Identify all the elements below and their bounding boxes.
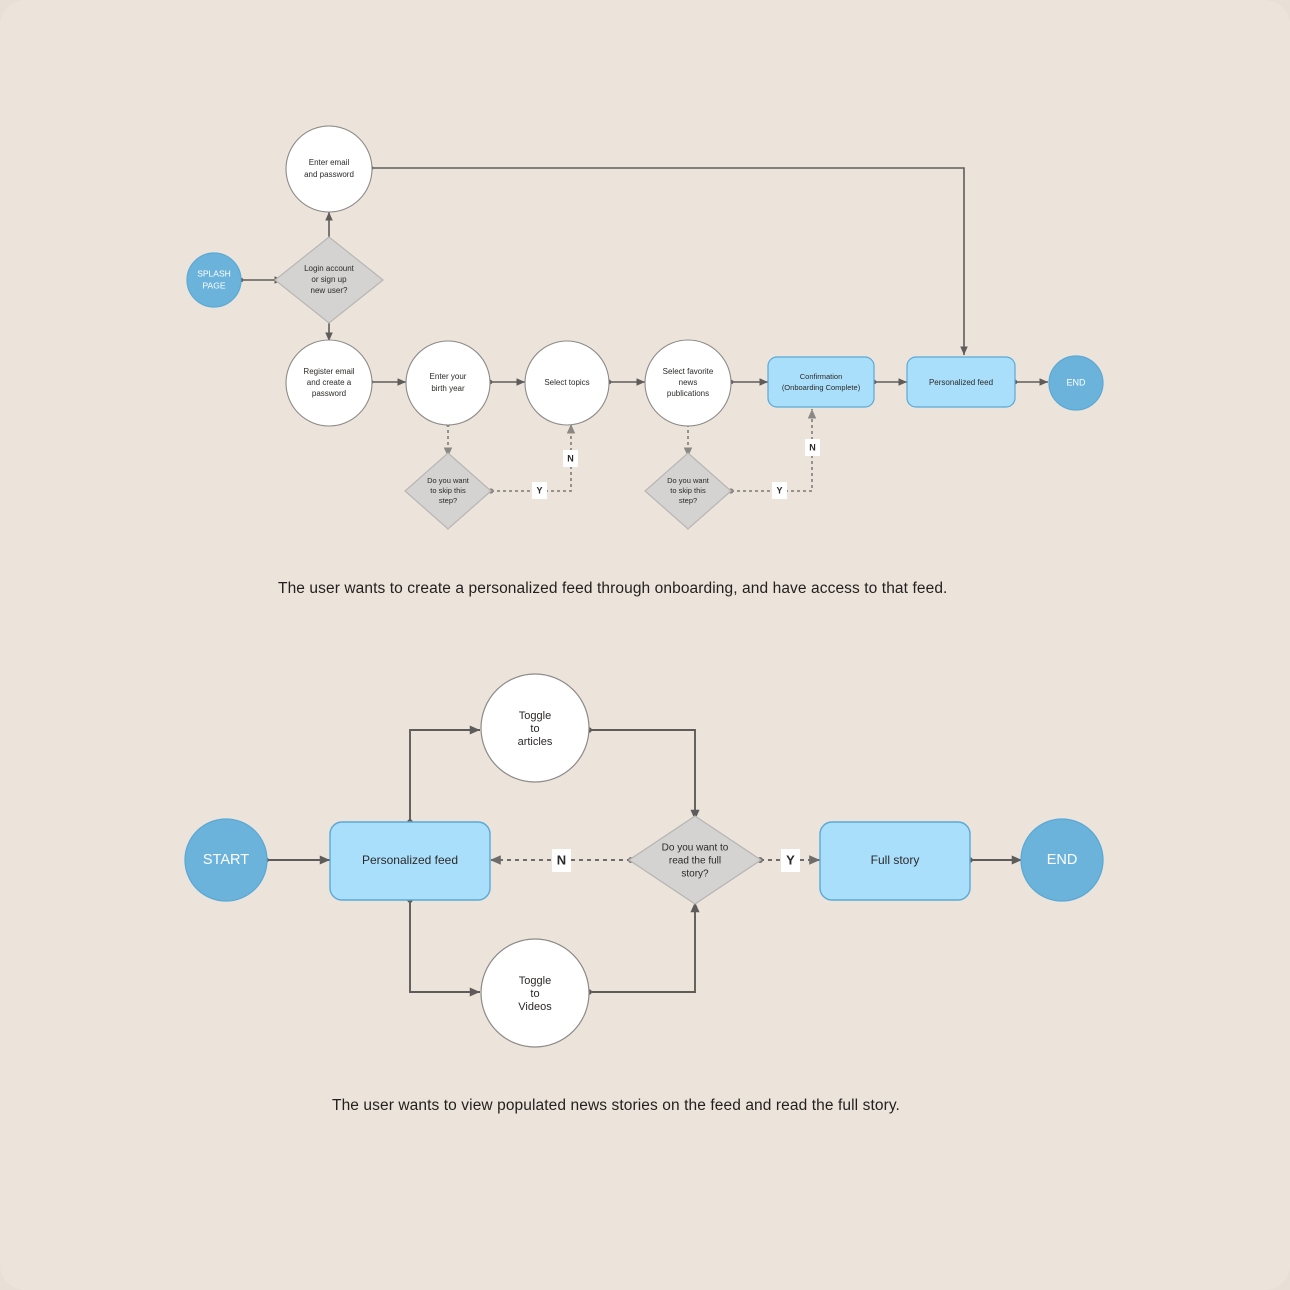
node-personalized-feed-2-label: Personalized feed xyxy=(362,853,458,867)
node-register-email-line3: password xyxy=(312,389,346,398)
node-toggle-articles-line3: articles xyxy=(518,736,553,748)
flowchart-onboarding: SPLASH PAGE Login account or sign up new… xyxy=(186,125,1104,530)
edge-label-read-no-text: N xyxy=(557,852,566,867)
node-select-publications[interactable]: Select favorite news publications xyxy=(644,339,732,427)
node-read-decision-line3: story? xyxy=(681,869,709,880)
caption-feed-reading: The user wants to view populated news st… xyxy=(332,1097,900,1114)
node-confirmation-line2: (Onboarding Complete) xyxy=(782,383,861,392)
edge-label-skip2-no-text: N xyxy=(809,442,816,452)
edge-toggle-videos-to-decision xyxy=(586,902,700,995)
node-login-decision[interactable]: Login account or sign up new user? xyxy=(274,236,384,324)
edge-label-read-no: N xyxy=(552,849,571,872)
node-read-full-story-decision[interactable]: Do you want to read the full story? xyxy=(627,815,763,905)
node-start[interactable]: START xyxy=(184,818,268,902)
node-enter-email-line1: Enter email xyxy=(309,158,350,167)
edge-feed-to-toggle-videos xyxy=(407,897,480,997)
node-skip-step-2[interactable]: Do you want to skip this step? xyxy=(644,452,732,530)
node-skip-step-1-line3: step? xyxy=(439,496,457,505)
node-toggle-videos-line1: Toggle xyxy=(519,975,551,987)
node-splash-page-line2: PAGE xyxy=(203,280,226,290)
node-end-onboarding[interactable]: END xyxy=(1048,355,1104,411)
edge-skip2-yes-to-confirmation xyxy=(728,409,817,494)
node-confirmation-line1: Confirmation xyxy=(800,372,843,381)
edge-label-read-yes-text: Y xyxy=(786,852,795,867)
node-toggle-articles-line1: Toggle xyxy=(519,710,551,722)
edge-label-skip1-no-text: N xyxy=(567,453,574,463)
edge-label-skip1-no: N xyxy=(563,450,578,467)
node-select-publications-line2: news xyxy=(679,378,698,387)
caption-onboarding: The user wants to create a personalized … xyxy=(278,580,948,597)
node-toggle-videos-line2: to xyxy=(530,988,539,1000)
edge-toggle-articles-to-decision xyxy=(586,727,700,820)
edge-skip1-yes-to-topics xyxy=(488,424,576,494)
edge-label-skip2-yes-text: Y xyxy=(776,485,782,495)
node-toggle-videos-line3: Videos xyxy=(518,1001,552,1013)
node-personalized-feed[interactable]: Personalized feed xyxy=(906,356,1016,408)
node-skip-step-2-line1: Do you want xyxy=(667,476,710,485)
flowchart-feed-reading: START Personalized feed Toggle to articl… xyxy=(184,673,1104,1048)
node-select-topics[interactable]: Select topics xyxy=(524,340,610,426)
node-select-topics-line1: Select topics xyxy=(544,378,589,387)
node-start-label: START xyxy=(203,852,249,868)
node-toggle-articles-line2: to xyxy=(530,723,539,735)
edge-label-skip2-no: N xyxy=(805,439,820,456)
node-birth-year[interactable]: Enter your birth year xyxy=(405,340,491,426)
node-end-feed-label: END xyxy=(1047,852,1078,868)
node-birth-year-line2: birth year xyxy=(431,384,465,393)
node-skip-step-2-line3: step? xyxy=(679,496,697,505)
node-full-story[interactable]: Full story xyxy=(819,821,971,901)
node-skip-step-1[interactable]: Do you want to skip this step? xyxy=(404,452,492,530)
node-skip-step-1-line2: to skip this xyxy=(430,486,466,495)
node-birth-year-line1: Enter your xyxy=(430,372,467,381)
node-skip-step-1-line1: Do you want xyxy=(427,476,470,485)
node-select-publications-line1: Select favorite xyxy=(663,367,714,376)
node-toggle-articles[interactable]: Toggle to articles xyxy=(480,673,590,783)
edge-label-skip1-yes-text: Y xyxy=(536,485,542,495)
node-confirmation[interactable]: Confirmation (Onboarding Complete) xyxy=(767,356,875,408)
edge-label-skip1-yes: Y xyxy=(532,482,547,499)
node-register-email-line1: Register email xyxy=(303,367,354,376)
node-end-feed[interactable]: END xyxy=(1020,818,1104,902)
node-personalized-feed-2[interactable]: Personalized feed xyxy=(329,821,491,901)
node-register-email-line2: and create a xyxy=(307,378,352,387)
node-enter-email[interactable]: Enter email and password xyxy=(285,125,373,213)
edge-enter-email-to-feed xyxy=(368,165,968,355)
node-login-decision-line3: new user? xyxy=(311,286,348,295)
node-splash-page[interactable]: SPLASH PAGE xyxy=(186,252,242,308)
node-full-story-label: Full story xyxy=(871,853,920,867)
node-select-publications-line3: publications xyxy=(667,389,709,398)
edge-label-skip2-yes: Y xyxy=(772,482,787,499)
node-login-decision-line2: or sign up xyxy=(311,275,347,284)
edge-feed-to-toggle-articles xyxy=(407,725,480,825)
node-login-decision-line1: Login account xyxy=(304,264,355,273)
node-enter-email-line2: and password xyxy=(304,170,354,179)
node-register-email[interactable]: Register email and create a password xyxy=(285,339,373,427)
node-toggle-videos[interactable]: Toggle to Videos xyxy=(480,938,590,1048)
node-read-decision-line2: read the full xyxy=(669,856,721,867)
node-splash-page-line1: SPLASH xyxy=(197,268,231,278)
node-personalized-feed-label: Personalized feed xyxy=(929,378,993,387)
node-end-onboarding-label: END xyxy=(1066,377,1086,387)
edge-label-read-yes: Y xyxy=(781,849,800,872)
node-read-decision-line1: Do you want to xyxy=(662,843,729,854)
node-skip-step-2-line2: to skip this xyxy=(670,486,706,495)
